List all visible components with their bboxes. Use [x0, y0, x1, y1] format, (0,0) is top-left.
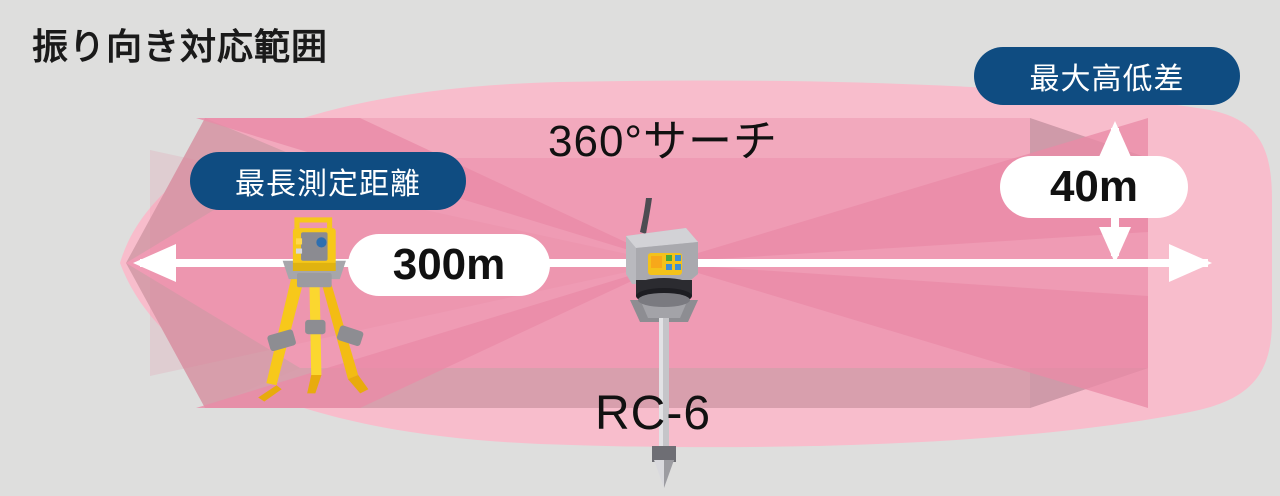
value-pill-distance: 300m	[348, 234, 550, 296]
badge-max-height: 最大高低差	[974, 47, 1240, 105]
label-device-model: RC-6	[595, 387, 712, 440]
total-station-tripod-illustration	[258, 217, 369, 402]
value-pill-height: 40m	[1000, 156, 1188, 218]
page-title: 振り向き対応範囲	[32, 26, 329, 67]
block-bottom-face	[205, 368, 1148, 408]
cone-wedge-upper-right	[668, 118, 1148, 262]
block-top-face	[205, 118, 1148, 158]
rc6-prism-pole-illustration	[626, 198, 698, 488]
label-360-search: 360°サーチ	[548, 117, 779, 166]
badge-max-distance: 最長測定距離	[190, 152, 466, 210]
cone-wedge-lower-right	[668, 264, 1148, 408]
